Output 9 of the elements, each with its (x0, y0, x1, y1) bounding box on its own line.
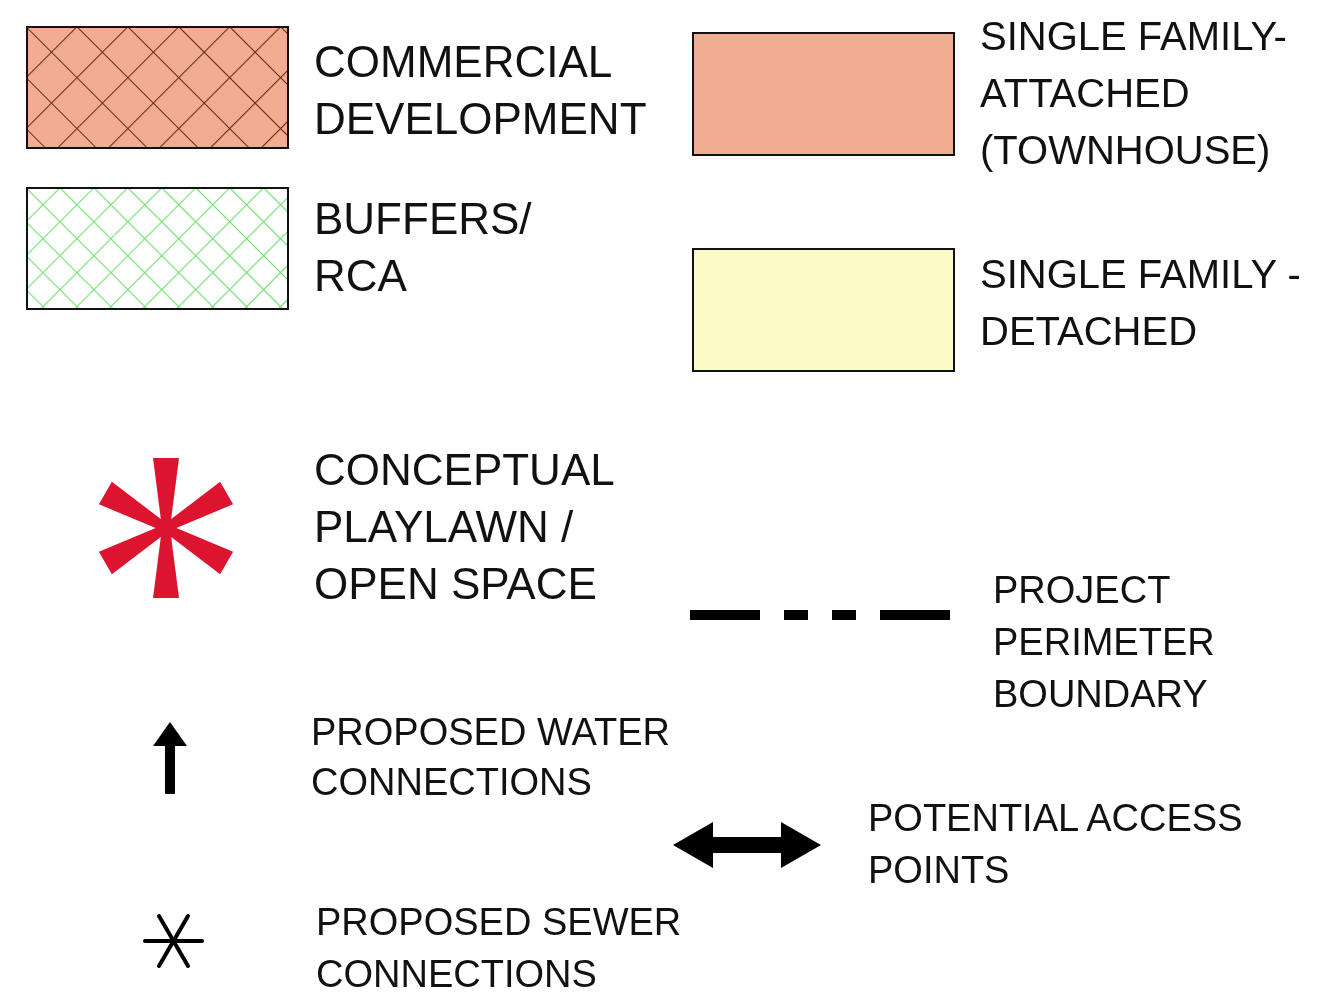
legend-label: BUFFERS/ RCA (314, 193, 533, 302)
legend-label: PROPOSED WATER CONNECTIONS (311, 710, 671, 805)
legend-label: PROPOSED SEWER CONNECTIONS (316, 900, 683, 997)
legend-label: SINGLE FAMILY- ATTACHED (TOWNHOUSE) (980, 13, 1288, 174)
legend-label: SINGLE FAMILY - DETACHED (980, 251, 1302, 355)
legend-label: COMMERCIAL DEVELOPMENT (314, 36, 648, 145)
legend-label: PROJECT PERIMETER BOUNDARY (993, 568, 1216, 717)
legend-label: CONCEPTUAL PLAYLAWN / OPEN SPACE (314, 444, 615, 610)
legend-label: POTENTIAL ACCESS POINTS (868, 796, 1244, 893)
